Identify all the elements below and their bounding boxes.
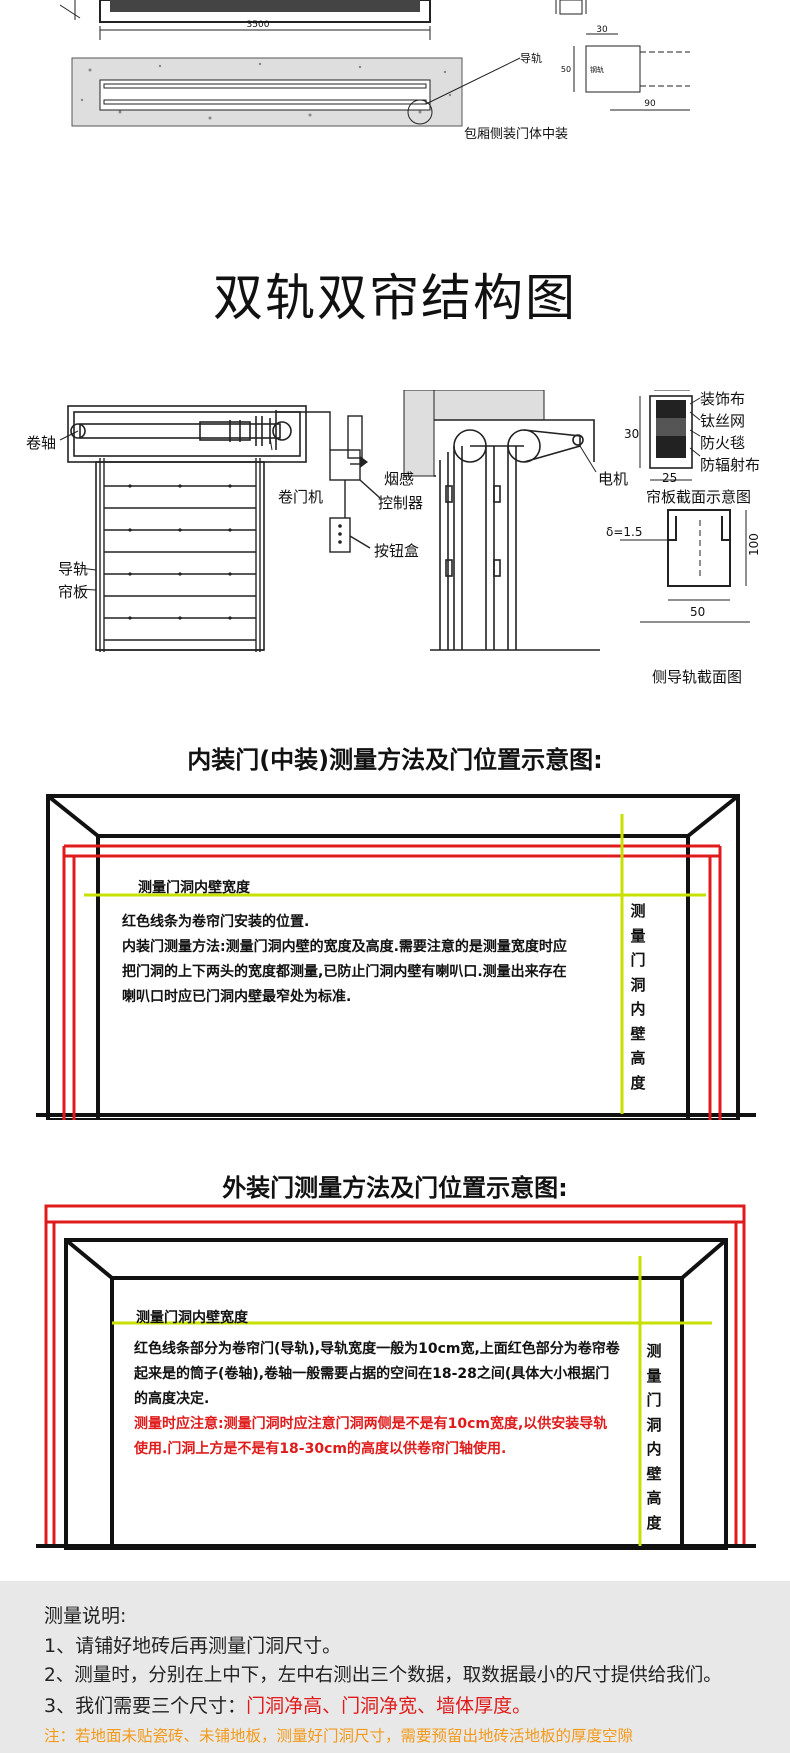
label-roller-shaft: 卷轴 [26, 434, 56, 452]
outer-text-block: 红色线条部分为卷帘门(导轨),导轨宽度一般为10cm宽,上面红色部分为卷帘卷 起… [134, 1337, 634, 1462]
label-radiation-cloth: 防辐射布 [700, 456, 760, 474]
outer-text-line: 的高度决定. [134, 1391, 210, 1407]
inner-text-line: 红色线条为卷帘门安装的位置. [122, 914, 310, 930]
note-item-3-highlight: 门洞净高、门洞净宽、墙体厚度。 [246, 1695, 532, 1717]
note-item-3: 3、我们需要三个尺寸：门洞净高、门洞净宽、墙体厚度。 [44, 1691, 531, 1718]
note-item-3-prefix: 3、我们需要三个尺寸： [44, 1695, 247, 1717]
profile-label: 钢轨 [590, 65, 604, 74]
inner-text-line: 内装门测量方法:测量门洞内壁的宽度及高度.需要注意的是测量宽度时应 [122, 939, 567, 955]
outer-door-frame [36, 1204, 756, 1550]
note-item-2: 2、测量时，分别在上中下，左中右测出三个数据，取数据最小的尺寸提供给我们。 [44, 1665, 722, 1686]
label-decor-cloth: 装饰布 [700, 390, 745, 408]
label-button-box: 按钮盒 [374, 542, 419, 560]
double-rail-structure-diagram: 卷轴 卷门机 烟感 控制器 按钮盒 导轨 帘板 电机 装饰布 钛丝网 防火毯 防… [26, 390, 761, 686]
delta-thickness: δ=1.5 [606, 525, 642, 539]
inner-height-label: 测量门洞内壁高度 [630, 902, 646, 1092]
label-ti-wire-mesh: 钛丝网 [700, 412, 745, 430]
label-fire-blanket: 防火毯 [700, 434, 745, 452]
label-rail-section: 侧导轨截面图 [652, 668, 742, 686]
top-install-sketch: 3500 导轨 包厢侧装门体中装 30 钢轨 50 90 [59, 0, 690, 142]
dim-25: 25 [662, 471, 677, 485]
outer-width-label: 测量门洞内壁宽度 [136, 1310, 248, 1326]
dim-30-section: 30 [624, 427, 639, 441]
dim-30: 30 [596, 25, 608, 35]
outer-text-line: 起来是的筒子(卷轴),卷轴一般需要占据的空间在18-28之间(具体大小根据门 [134, 1366, 610, 1382]
inner-text-line: 喇叭口时应已门洞内壁最窄处为标准. [122, 989, 352, 1005]
note-footnote: 注：若地面未贴瓷砖、未铺地板，测量好门洞尺寸，需要预留出地砖活地板的厚度空隙 [44, 1727, 634, 1745]
inner-text-line: 把门洞的上下两头的宽度都测量,已防止门洞内壁有喇叭口.测量出来存在 [122, 964, 567, 980]
outer-red-text-line: 使用.门洞上方是不是有18-30cm的高度以供卷帘门轴使用. [134, 1441, 507, 1457]
label-curtain-section: 帘板截面示意图 [646, 488, 751, 506]
label-curtain-plate: 帘板 [58, 583, 88, 601]
dim-20: 20 [660, 390, 675, 392]
label-guide-rail: 导轨 [58, 560, 88, 578]
outer-height-label: 测量门洞内壁高度 [646, 1342, 662, 1532]
dim-90: 90 [644, 99, 656, 109]
outer-text-line: 红色线条部分为卷帘门(导轨),导轨宽度一般为10cm宽,上面红色部分为卷帘卷 [134, 1341, 620, 1357]
dim-50: 50 [561, 65, 571, 74]
outer-title: 外装门测量方法及门位置示意图: [222, 1174, 568, 1202]
label-door-motor: 卷门机 [278, 488, 323, 506]
inner-door-frame [36, 794, 756, 1120]
dim-50-rail: 50 [690, 605, 705, 619]
label-controller: 控制器 [378, 494, 423, 512]
measurement-notes-panel: 测量说明: 1、请铺好地砖后再测量门洞尺寸。 2、测量时，分别在上中下，左中右测… [0, 1581, 790, 1753]
structure-title: 双轨双帘结构图 [213, 269, 577, 327]
inner-width-label: 测量门洞内壁宽度 [138, 880, 250, 896]
inner-text-block: 红色线条为卷帘门安装的位置. 内装门测量方法:测量门洞内壁的宽度及高度.需要注意… [122, 910, 602, 1010]
note-item-1: 1、请铺好地砖后再测量门洞尺寸。 [44, 1635, 342, 1657]
label-smoke: 烟感 [384, 470, 414, 488]
dim-100: 100 [747, 533, 761, 556]
rail-label: 导轨 [520, 51, 542, 65]
inner-title: 内装门(中装)测量方法及门位置示意图: [187, 746, 603, 774]
notes-heading: 测量说明: [44, 1605, 127, 1627]
outer-red-text-line: 测量时应注意:测量门洞时应注意门洞两侧是不是有10cm宽度,以供安装导轨 [134, 1416, 608, 1432]
label-motor: 电机 [598, 470, 628, 488]
dim-3500: 3500 [247, 20, 270, 30]
top-caption: 包厢侧装门体中装 [464, 127, 568, 142]
